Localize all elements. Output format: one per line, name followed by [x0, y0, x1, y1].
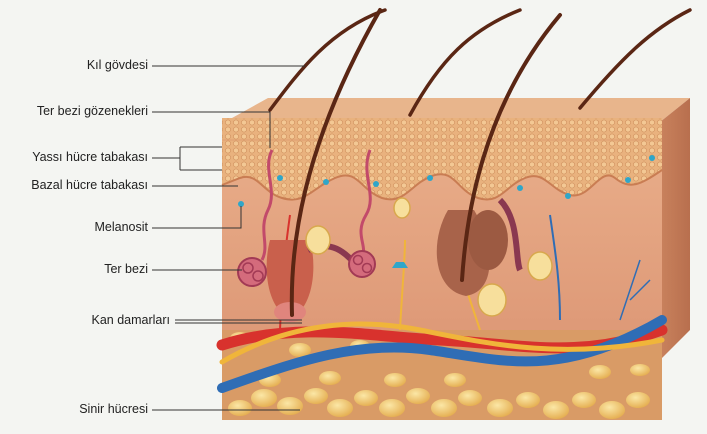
label-nerve-cell: Sinir hücresi	[10, 402, 148, 416]
label-basal-layer: Bazal hücre tabakası	[0, 178, 148, 192]
hair-3	[270, 10, 385, 110]
hair-5	[580, 10, 690, 108]
label-sweat-gland: Ter bezi	[10, 262, 148, 276]
label-melanocyte: Melanosit	[10, 220, 148, 234]
label-hair-shaft: Kıl gövdesi	[10, 58, 148, 72]
label-squamous-layer: Yassı hücre tabakası	[0, 150, 148, 164]
label-sweat-pores: Ter bezi gözenekleri	[0, 104, 148, 118]
label-blood-vessels: Kan damarları	[10, 313, 170, 327]
